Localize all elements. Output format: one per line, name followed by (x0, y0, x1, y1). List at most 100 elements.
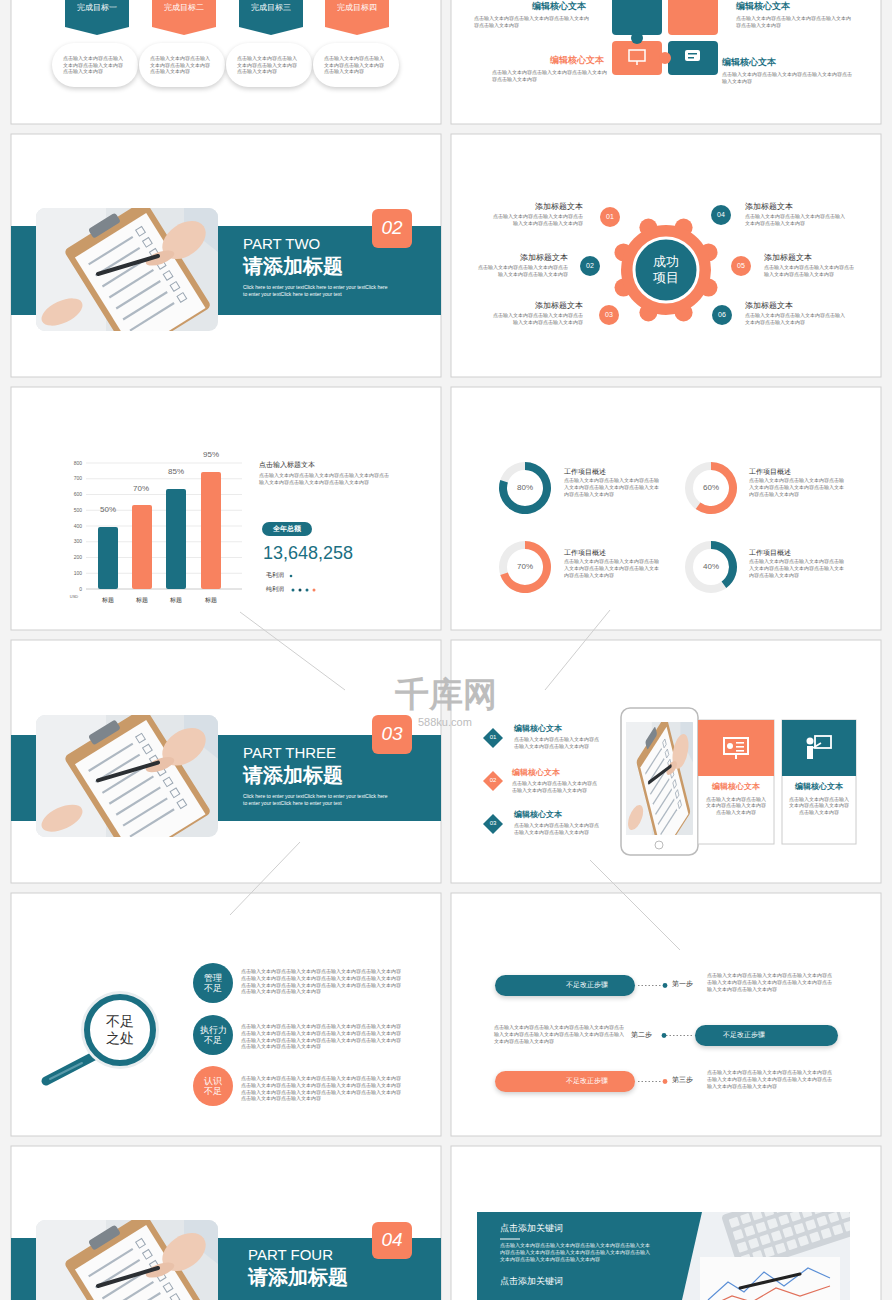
text-label: 添加标题文本 (745, 301, 845, 312)
shape-group (685, 541, 737, 593)
number-circle: 04 (711, 205, 731, 225)
goal-tab: 完成目标四 (325, 0, 389, 35)
panel-rect (655, 788, 672, 815)
panel-rect (763, 1212, 774, 1217)
text-label: 点击输入文本内容点击输入文本内容点击输入文本内容点击输入文本内容 (512, 780, 600, 794)
panel-rect (170, 1294, 180, 1300)
dot-mark (580, 256, 600, 276)
step-label: 第二步 (631, 1030, 661, 1039)
chart-line (708, 1286, 830, 1300)
panel-rect (163, 271, 173, 281)
text-label: 点击输入文本内容点击输入文本内容点击输入文本内容点击输入文本内容点击输入文本内容… (749, 477, 845, 497)
text-label: 添加标题文本 (745, 202, 845, 213)
slide-frame (11, 0, 441, 124)
text-label: 工作项目概述 (564, 467, 664, 476)
node-title: 完成目标四 (337, 3, 377, 12)
panel-rect (775, 1243, 786, 1254)
panel-rect (136, 226, 146, 236)
number-circle: 02 (580, 256, 600, 276)
panel-rect (660, 808, 677, 835)
panel-rect (801, 1212, 812, 1218)
grid-line (86, 463, 242, 464)
rule-line (735, 754, 737, 759)
bar-value: 85% (161, 467, 191, 478)
panel-rect (665, 749, 669, 758)
dot-mark (731, 256, 751, 276)
text-label: 编辑核心文本 (722, 57, 802, 68)
slide-frame (451, 387, 881, 630)
node-title: 认识 不足 (203, 1076, 223, 1096)
panel-rect (116, 1292, 161, 1300)
text-label: 编辑核心文本 (550, 55, 630, 66)
text-label: 工作项目概述 (749, 548, 849, 557)
node-title: 点击输入文本内容点击输入文本内容点击输入文本内容点击输入文本内容 (237, 55, 301, 75)
node-title: 成功 项目 (652, 254, 680, 285)
text-label: 添加标题文本 (493, 202, 583, 213)
node-title: 04 (717, 211, 725, 219)
shape-polygon (239, 0, 303, 35)
node-body: 请添加标题 (243, 254, 343, 278)
panel-rect (177, 293, 187, 303)
text-label: 点击输入文本内容点击输入文本内容点击输入文本内容点击输入文本内容点击输入文本内容… (241, 968, 403, 995)
panel-rect (645, 726, 657, 750)
dot-mark (655, 841, 663, 849)
rule-line (813, 743, 821, 748)
puzzle-piece (668, 0, 718, 35)
dot-mark (193, 1015, 233, 1055)
panel-rect (786, 1239, 797, 1250)
shape-polygon (483, 771, 503, 791)
text-label: 点击输入文本内容点击输入文本内容点击输入文本内容点击输入文本内容 (474, 15, 592, 29)
leader-line (638, 1081, 662, 1082)
panel-rect (109, 1281, 154, 1300)
leader-dot (663, 983, 668, 988)
shape-polygon (325, 0, 389, 35)
text-label: 点击输入文本内容点击输入文本内容点击输入文本内容点击输入文本内容点击输入文本内容… (564, 477, 660, 497)
node-body: Click here to enter your textClick here … (243, 793, 393, 807)
text-label: 点击输入文本内容点击输入文本内容点击输入文本内容点击输入文本内容点击输入文本内容… (707, 1069, 832, 1089)
shape-group (499, 541, 551, 593)
node-body: 点击输入文本内容点击输入文本内容点击输入文本内容点击输入文本内容 (705, 796, 767, 816)
panel-rect (129, 808, 174, 837)
panel-rect (88, 1224, 121, 1250)
panel-rect (839, 1212, 850, 1219)
panel-rect (805, 1219, 816, 1230)
text-label: 编辑核心文本 (736, 1, 816, 12)
text-pill: 点击输入文本内容点击输入文本内容点击输入文本内容点击输入文本内容 (226, 43, 312, 87)
dot-mark (193, 963, 233, 1003)
node-title: PART THREE (243, 744, 336, 762)
monitor-icon (629, 50, 645, 61)
slide-frame (451, 0, 881, 124)
icon-card: 编辑核心文本点击输入文本内容点击输入文本内容点击输入文本内容点击输入文本内容 (698, 720, 774, 844)
watermark-line (545, 610, 610, 690)
panel-rect (843, 1220, 850, 1231)
node-body: 点击输入文本内容点击输入文本内容点击输入文本内容点击输入文本内容点击输入文本内容… (500, 1242, 650, 1262)
axis-category: 标题 (161, 597, 191, 604)
bar-value: 50% (93, 505, 123, 516)
text-label: 点击输入文本内容点击输入文本内容点击输入文本内容点击输入文本内容 (745, 213, 845, 227)
panel-rect (809, 1232, 820, 1243)
dot-mark (81, 991, 159, 1069)
slide-frame (451, 893, 881, 1136)
dot-mark (711, 205, 731, 225)
panel-rect (751, 1212, 762, 1221)
panel-rect (663, 739, 667, 748)
panel-rect (740, 1213, 751, 1224)
panel-rect (807, 746, 813, 759)
node-title: 点击输入文本内容点击输入文本内容点击输入文本内容点击输入文本内容 (150, 55, 214, 75)
shape-path (685, 462, 737, 514)
text-label: 工作项目概述 (564, 548, 664, 557)
panel-rect (755, 1222, 766, 1233)
bar (132, 505, 152, 589)
topic-circle: 执行力 不足 (193, 1015, 233, 1055)
magnifier-handle (46, 1056, 94, 1081)
panel-rect (88, 236, 133, 265)
panel-rect (143, 1250, 153, 1260)
shape-path (499, 462, 551, 514)
panel-rect (782, 720, 856, 844)
slide-frame (11, 893, 441, 1136)
panel-rect (658, 798, 675, 825)
rule-line (740, 1274, 800, 1288)
panel-rect (88, 1248, 133, 1277)
